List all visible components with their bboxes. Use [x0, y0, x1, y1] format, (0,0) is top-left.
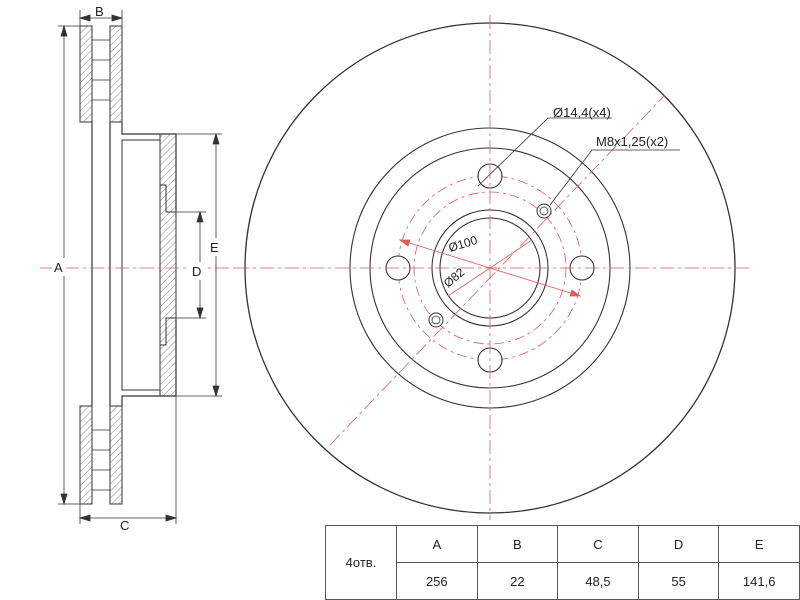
front-view: Ø14,4(x4) M8x1,25(x2) Ø100 Ø82: [235, 15, 750, 520]
spec-table-row-label: 4отв.: [325, 525, 397, 600]
rotor-outer-plate-bottom: [79, 405, 93, 505]
spec-header-e: E: [718, 525, 800, 563]
rotor-outer-plate-top: [79, 25, 93, 123]
spec-header-a: A: [396, 525, 478, 563]
callout-thread-hole: M8x1,25(x2): [596, 134, 668, 149]
bore-dimension: [447, 239, 533, 297]
thread-hole-lower-left-core: [431, 315, 441, 325]
spec-table-value-row: 256 22 48,5 55 141,6: [326, 562, 800, 600]
dim-label-e: E: [210, 240, 219, 255]
spec-value-b: 22: [476, 562, 559, 600]
hub-face-inner: [121, 139, 161, 391]
dimension-e: [176, 132, 222, 398]
thread-hole-upper-right-core: [539, 206, 549, 216]
spec-value-d: 55: [637, 562, 720, 600]
dimension-c: [78, 396, 178, 524]
spec-header-d: D: [637, 525, 720, 563]
front-centerlines: [235, 15, 750, 520]
vent-ribs: [92, 39, 110, 491]
spec-table: 4отв. A B C D E 256 22 48,5 55 141,6: [325, 525, 800, 600]
center-bore-step: [160, 184, 176, 346]
thread-hole-upper-right: [536, 203, 552, 219]
thread-hole-lower-left: [428, 312, 444, 328]
dim-label-b: B: [95, 4, 104, 19]
dimension-b: [78, 10, 124, 26]
callout-bolt-hole: Ø14,4(x4): [553, 105, 611, 120]
spec-header-b: B: [476, 525, 559, 563]
dim-label-d: D: [192, 264, 201, 279]
dim-label-a: A: [54, 260, 63, 275]
side-section-view: A B C D: [40, 4, 235, 533]
rotor-inner-plate-top: [109, 25, 123, 123]
rotor-inner-plate-bottom: [109, 405, 123, 505]
spec-value-e: 141,6: [718, 562, 800, 600]
spec-header-c: C: [557, 525, 639, 563]
callout-leaders: [477, 117, 680, 206]
spec-table-header-row: 4отв. A B C D E: [325, 525, 800, 600]
hub-flange-section: [159, 133, 177, 397]
spec-value-c: 48,5: [557, 562, 639, 600]
dim-label-c: C: [120, 518, 129, 533]
spec-value-a: 256: [396, 562, 478, 600]
callout-center-bore: Ø82: [441, 265, 468, 291]
hub-hat-profile: [91, 122, 177, 406]
